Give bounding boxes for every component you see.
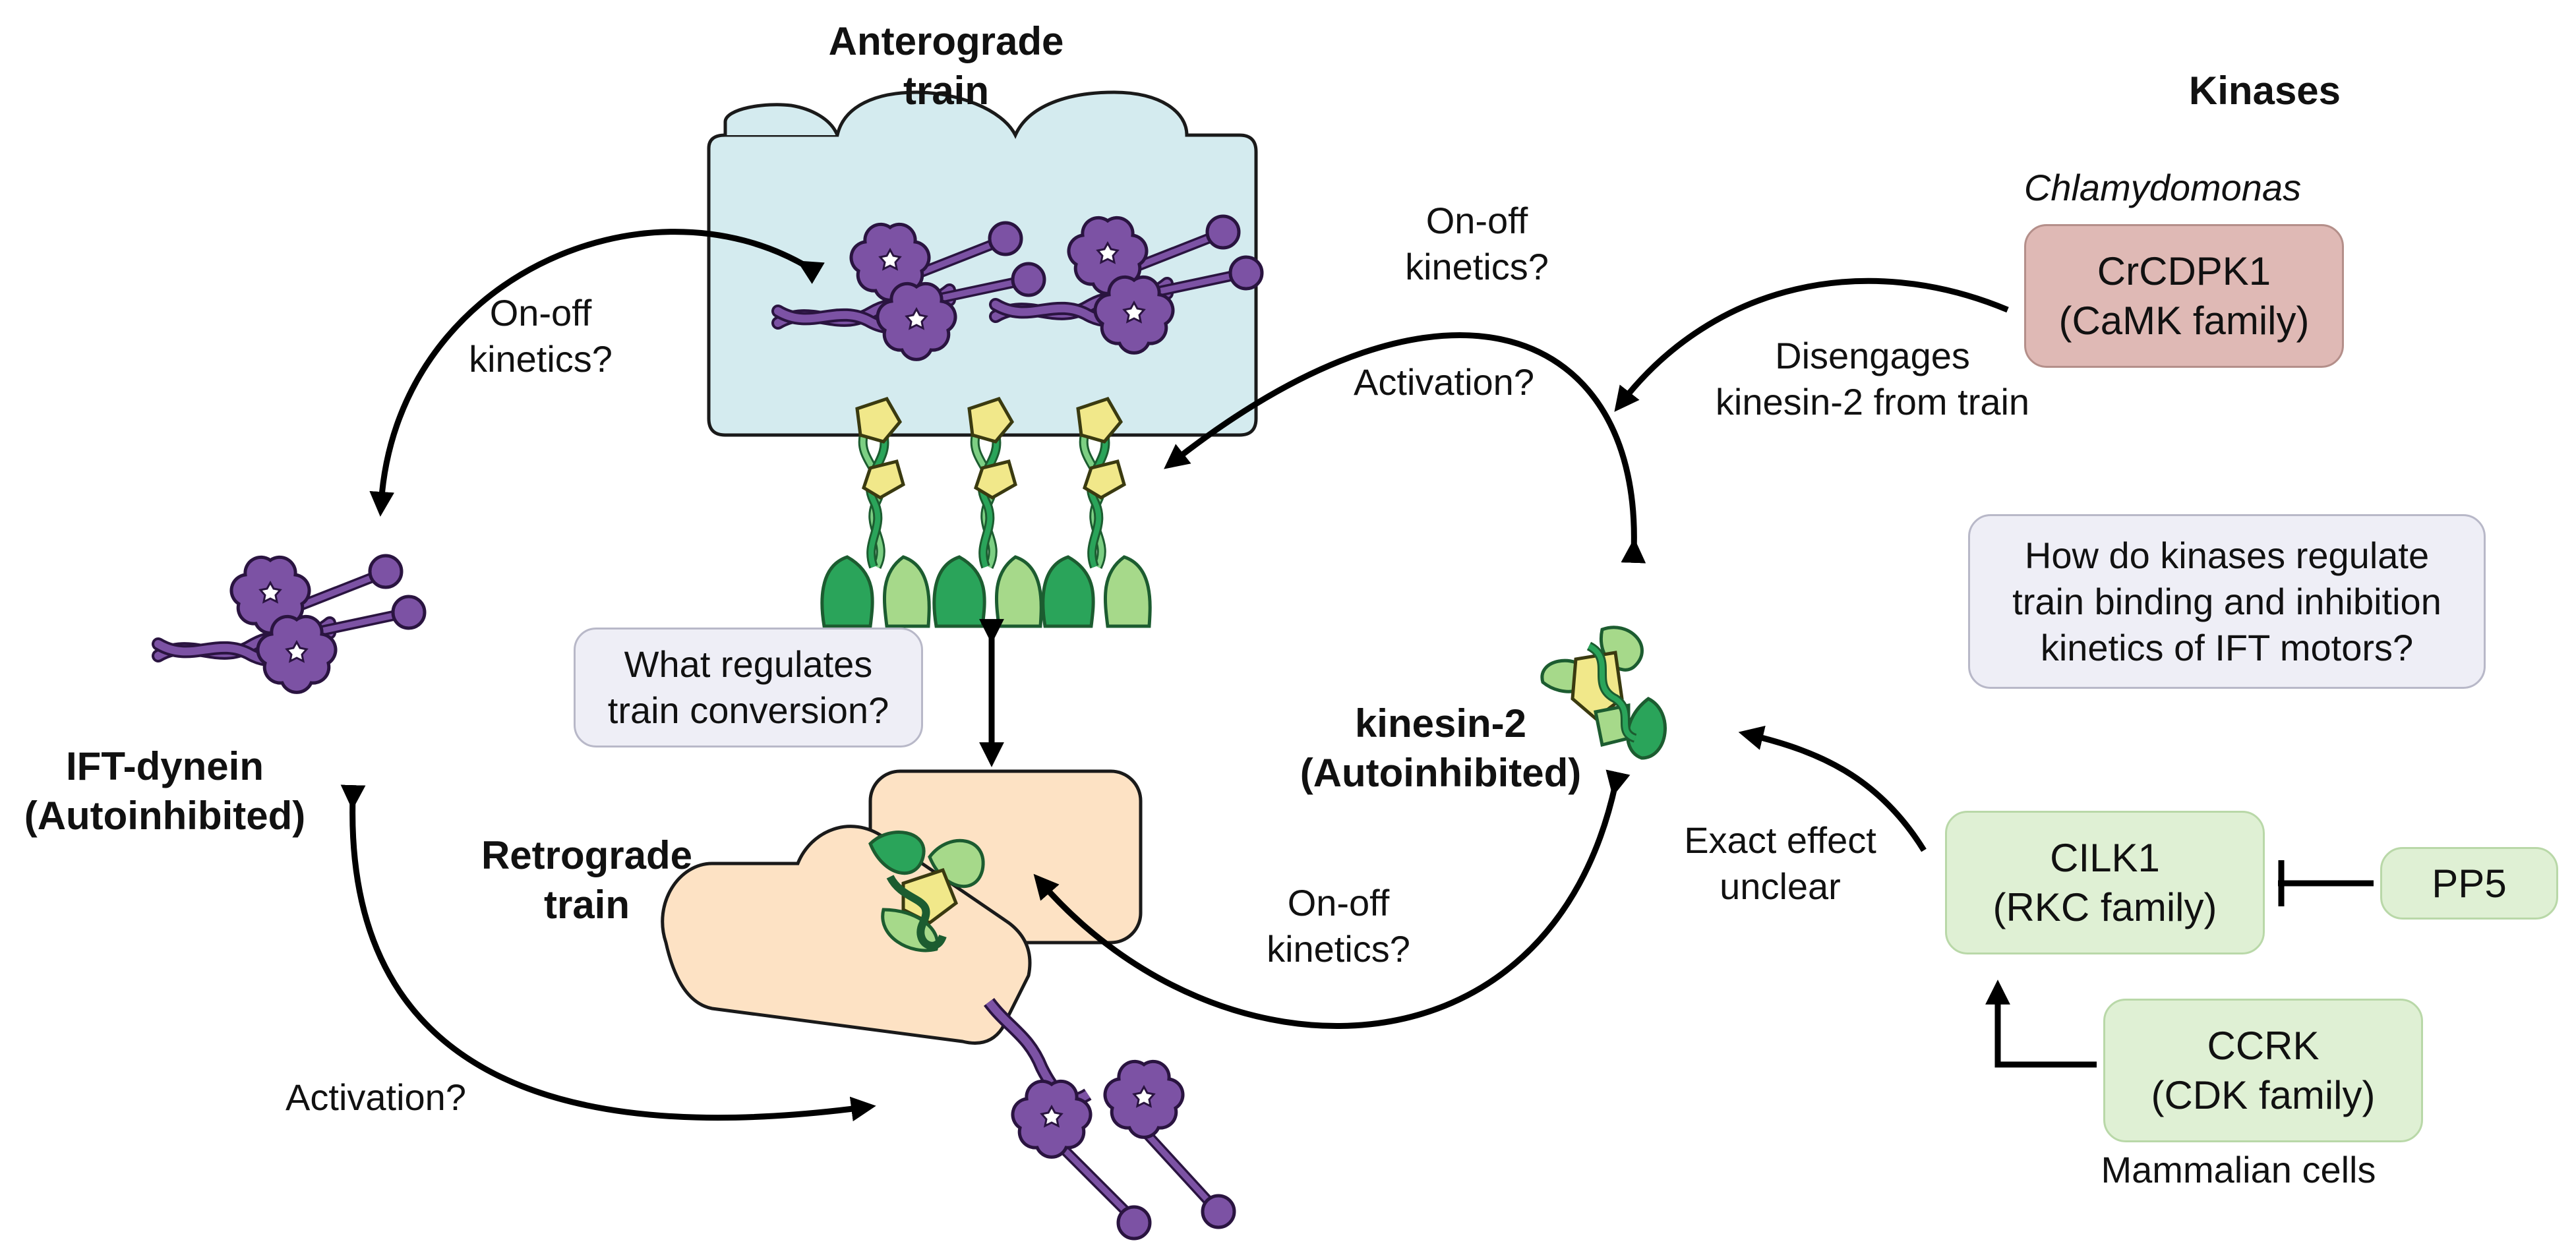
ccrk-box: CCRK(CDK family) <box>2103 999 2423 1142</box>
kinesin-2-label: kinesin-2(Autoinhibited) <box>1300 701 1582 795</box>
inhibition-pp5-to-cilk1 <box>2278 860 2374 906</box>
arrow-cilk1-to-kinesin <box>1738 725 1927 852</box>
annotation-activation-top: Activation? <box>1354 361 1534 403</box>
kinases-title: Kinases <box>2188 69 2341 113</box>
arrow-kinesin-to-retrograde <box>1033 769 1631 1029</box>
arrow-crcdpk1-to-kinesin-arc <box>1614 278 2009 412</box>
cilk1-box: CILK1(RKC family) <box>1945 811 2265 954</box>
arrow-kinesin-to-anterograde <box>1164 332 1646 564</box>
arrow-ccrk-to-cilk1 <box>1985 980 2097 1068</box>
retrograde-kinesin-graphic <box>868 831 985 952</box>
pp5-box: PP5 <box>2380 847 2558 920</box>
arrow-anterograde-to-dynein <box>369 229 825 517</box>
mammalian-cells-label: Mammalian cells <box>2101 1149 2376 1190</box>
crcdpk1-box: CrCDPK1(CaMK family) <box>2024 224 2344 368</box>
chlamydomonas-label: Chlamydomonas <box>2023 167 2302 208</box>
ift-dynein-label: IFT-dynein(Autoinhibited) <box>24 744 306 838</box>
retrograde-dynein-graphic <box>984 997 1236 1241</box>
ift-dynein-graphic <box>158 556 425 692</box>
arrow-dynein-to-retrograde <box>340 784 876 1122</box>
retrograde-train-container <box>661 769 1143 1045</box>
kinesin-2-autoinhibited-graphic <box>1540 626 1667 760</box>
annotation-activation-bottom: Activation? <box>285 1076 466 1118</box>
anterograde-train-container <box>707 90 1258 437</box>
